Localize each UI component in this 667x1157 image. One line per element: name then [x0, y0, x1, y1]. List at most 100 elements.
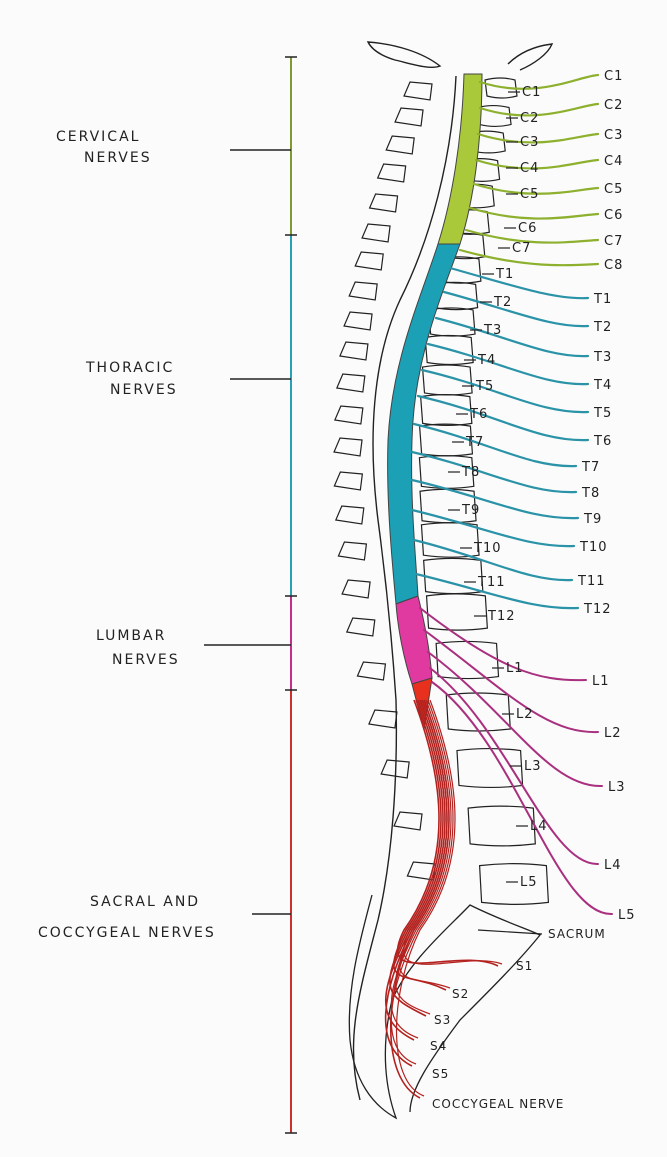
nerve-label-t12: T12 [583, 602, 611, 617]
spinous-process [355, 252, 383, 270]
sacral-label-sacrum: SACRUM [548, 927, 606, 941]
nerve-label-t7: T7 [581, 460, 600, 475]
nerve-label-t9: T9 [583, 512, 602, 527]
nerve-root-t3 [436, 318, 588, 356]
nerve-root-c6 [470, 208, 598, 219]
vertebra-label-c1: C1 [522, 85, 541, 100]
nerve-label-c1: C1 [604, 69, 623, 84]
nerve-label-t5: T5 [593, 406, 612, 421]
spinous-process [386, 136, 414, 154]
vertebral-body [421, 523, 479, 557]
vertebral-body [423, 365, 473, 395]
nerve-label-t6: T6 [593, 434, 612, 449]
vertebra-label-t1: T1 [495, 267, 514, 282]
spinous-process [338, 542, 366, 560]
nerve-label-l2: L2 [604, 726, 622, 741]
cervical-label-line2: NERVES [84, 150, 152, 166]
nerve-label-t2: T2 [593, 320, 612, 335]
sacral-label-s1: S1 [516, 959, 533, 973]
sacral-label-s2: S2 [452, 987, 469, 1001]
spinous-process [349, 282, 377, 300]
spinous-process [336, 506, 364, 524]
spinous-process [404, 82, 432, 100]
nerve-label-c6: C6 [604, 208, 623, 223]
nerve-label-l3: L3 [608, 780, 626, 795]
sacral-label-line2: COCCYGEAL NERVES [38, 925, 216, 941]
nerve-label-l4: L4 [604, 858, 622, 873]
thoracic-label-line1: THORACIC [85, 360, 174, 376]
nerve-label-c8: C8 [604, 258, 623, 273]
nerve-label-c7: C7 [604, 234, 623, 249]
nerve-label-t4: T4 [593, 378, 612, 393]
nerve-label-t11: T11 [577, 574, 605, 589]
region-bracket [204, 57, 297, 1133]
vertebra-label-c3: C3 [520, 135, 539, 150]
sacral-label-s3: S3 [434, 1013, 451, 1027]
nerve-label-c5: C5 [604, 182, 623, 197]
spinous-process [334, 472, 362, 490]
vertebra-label-t6: T6 [469, 407, 488, 422]
nerve-root-l2 [424, 630, 598, 732]
spinous-process [357, 662, 385, 680]
thoracic-label-line2: NERVES [110, 382, 178, 398]
spinous-process [378, 164, 406, 182]
vertebra-label-t8: T8 [461, 465, 480, 480]
vertebra-label-l5: L5 [520, 875, 538, 890]
vertebra-label-t2: T2 [493, 295, 512, 310]
region-labels: CERVICAL NERVES THORACIC NERVES LUMBAR N… [38, 129, 216, 941]
vertebra-label-t10: T10 [473, 541, 501, 556]
vertebra-label-c5: C5 [520, 187, 539, 202]
spinous-process [334, 438, 362, 456]
lumbar-label-line2: NERVES [112, 652, 180, 668]
vertebra-label-t9: T9 [461, 503, 480, 518]
vertebra-label-c6: C6 [518, 221, 537, 236]
vertebra-label-t5: T5 [475, 379, 494, 394]
spinous-process [370, 194, 398, 212]
vertebral-body [457, 749, 523, 788]
vertebra-label-t12: T12 [487, 609, 515, 624]
vertebral-body [427, 594, 488, 630]
spinous-process [340, 342, 368, 360]
spinous-process [369, 710, 397, 728]
sacral-label-s4: S4 [430, 1039, 447, 1053]
sacral-root-strand [391, 700, 453, 1064]
vertebra-label-t4: T4 [477, 353, 496, 368]
nerve-label-t3: T3 [593, 350, 612, 365]
vertebra-label-c4: C4 [520, 161, 539, 176]
nerve-root-t9 [412, 480, 578, 518]
vertebra-label-l1: L1 [506, 661, 524, 676]
spinous-process [342, 580, 370, 598]
vertebra-label-c2: C2 [520, 111, 539, 126]
nerve-root-t6 [418, 396, 588, 440]
cord-lumbar [396, 596, 432, 684]
sacral-label-coccygeal-nerve: COCCYGEAL NERVE [432, 1097, 564, 1111]
nerve-label-t1: T1 [593, 292, 612, 307]
vertebral-body [480, 864, 549, 905]
nerve-label-t8: T8 [581, 486, 600, 501]
nerve-label-l1: L1 [592, 674, 610, 689]
cervical-label-line1: CERVICAL [56, 129, 140, 145]
vertebra-label-c7: C7 [512, 241, 531, 256]
spinous-process [347, 618, 375, 636]
vertebra-label-t7: T7 [465, 435, 484, 450]
lumbar-label-line1: LUMBAR [96, 628, 166, 644]
vertebra-label-t11: T11 [477, 575, 505, 590]
spinous-process [394, 812, 422, 830]
nerve-root-labels: C1C2C3C4C5C6C7C8T1T2T3T4T5T6T7T8T9T10T11… [577, 69, 636, 923]
vertebral-body [446, 693, 510, 731]
vertebra-label-l2: L2 [516, 707, 534, 722]
nerve-label-c4: C4 [604, 154, 623, 169]
nerve-label-c3: C3 [604, 128, 623, 143]
spinous-process [335, 406, 363, 424]
vertebral-body [420, 424, 473, 456]
nerve-root-t5 [422, 370, 588, 412]
sacral-label-s5: S5 [432, 1067, 449, 1081]
vertebra-label-l3: L3 [524, 759, 542, 774]
spinous-process [362, 224, 390, 242]
skull-base [368, 42, 552, 70]
bracket-ticks [204, 57, 297, 1133]
spinous-process [395, 108, 423, 126]
